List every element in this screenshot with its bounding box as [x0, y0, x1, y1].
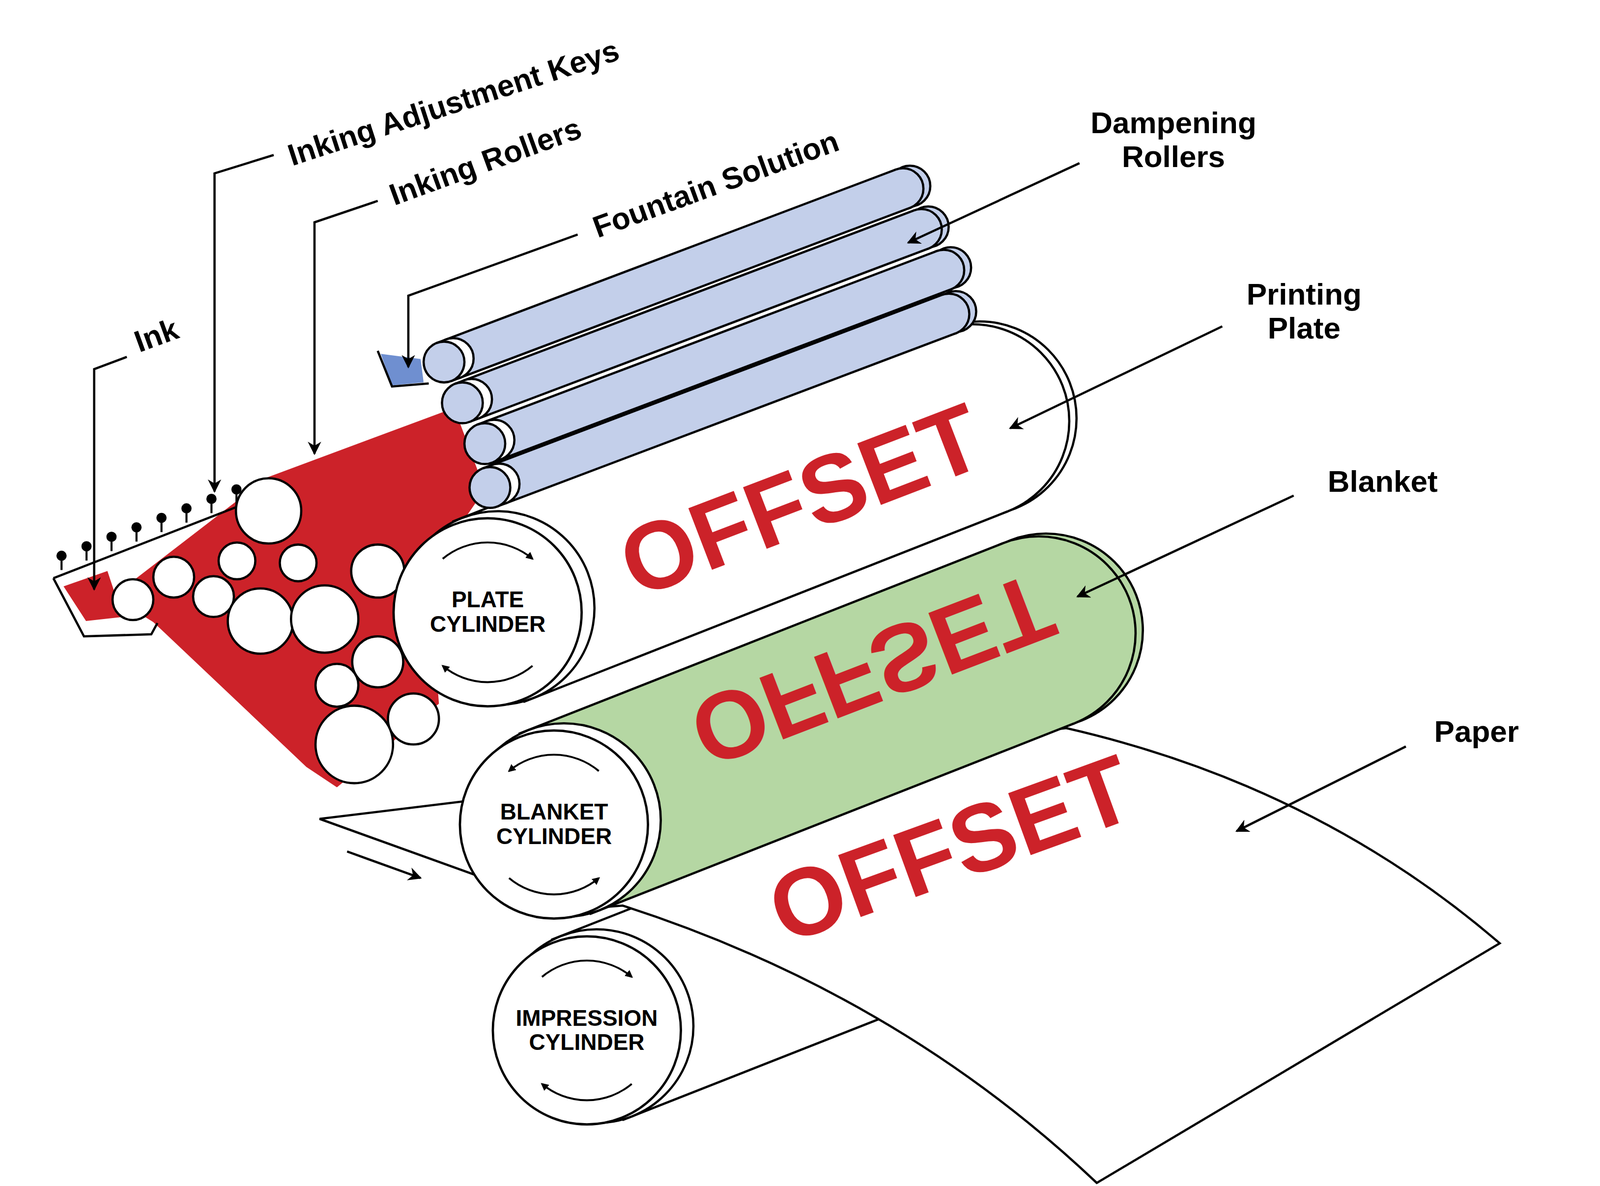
leader-line — [314, 200, 378, 455]
cylinder-end: BLANKET CYLINDER — [457, 727, 652, 922]
cylinder-label: IMPRESSION CYLINDER — [508, 1006, 666, 1056]
cylinder-label: BLANKET CYLINDER — [475, 800, 633, 849]
cylinder-end: PLATE CYLINDER — [390, 515, 585, 710]
key-knob — [56, 550, 67, 562]
rotation-arrow — [442, 665, 533, 683]
fountain-tray — [377, 350, 429, 387]
ink-roller — [228, 588, 294, 655]
key-knob — [206, 493, 217, 505]
part-label: Fountain Solution — [588, 124, 843, 245]
part-label: Ink — [130, 312, 184, 359]
part-label: Printing Plate — [1225, 277, 1383, 345]
ink-roller — [387, 693, 439, 745]
adjustment-keys — [56, 484, 242, 571]
inking-rollers — [112, 478, 439, 784]
ink-roller — [153, 556, 195, 598]
ink-roller — [218, 542, 256, 580]
cylinder-end — [469, 467, 511, 509]
ink-roller — [193, 576, 234, 618]
cylinder-end — [423, 341, 465, 383]
cylinder-face — [459, 730, 649, 919]
rotation-arrow — [542, 1084, 632, 1101]
key-knob — [156, 513, 167, 524]
key-knob — [81, 541, 92, 552]
ink-roller — [315, 663, 359, 707]
printed-word: OFFSET — [678, 557, 1066, 783]
printed-word: OFFSET — [757, 739, 1145, 959]
part-label: Blanket — [1327, 464, 1438, 499]
ink-roller — [290, 585, 359, 653]
cylinder-end: IMPRESSION CYLINDER — [489, 933, 685, 1128]
leader-line — [408, 234, 578, 368]
leader-lines — [94, 155, 1406, 832]
ink-roller — [315, 705, 394, 784]
key-knob — [181, 503, 192, 514]
paper-sheet — [319, 728, 1500, 1184]
leader-line — [1077, 495, 1294, 597]
paper-feed-arrow — [346, 851, 421, 879]
ink-tray — [53, 507, 238, 637]
rotation-arrow — [442, 542, 533, 559]
leader-line — [94, 356, 127, 590]
key-knob — [106, 531, 117, 543]
rotation-arrow — [542, 960, 632, 977]
leader-line — [214, 155, 274, 492]
ink-roller — [235, 478, 302, 544]
rotation-arrow — [509, 754, 600, 772]
text-holder: BLANKET CYLINDER — [457, 727, 652, 922]
cylinder-end — [441, 382, 483, 424]
fountain-solution — [380, 353, 424, 386]
cylinder-label: PLATE CYLINDER — [409, 587, 567, 637]
part-label: Inking Adjustment Keys — [283, 33, 624, 172]
leader-line — [1010, 326, 1223, 429]
key-knob — [131, 522, 142, 533]
leader-line — [908, 163, 1080, 243]
text-holder: PLATE CYLINDER — [390, 515, 585, 710]
text-holder: IMPRESSION CYLINDER — [489, 933, 685, 1128]
part-label: Paper — [1434, 714, 1519, 749]
cylinder-face — [492, 936, 682, 1125]
rotation-arrow — [509, 878, 600, 895]
cylinder-end — [464, 423, 506, 464]
ink-roller — [279, 544, 317, 582]
leader-line — [1236, 746, 1406, 831]
ink-roller — [112, 579, 154, 621]
ink-roller — [352, 636, 404, 688]
printed-word: OFFSET — [607, 387, 995, 613]
part-label: Dampening Rollers — [1070, 106, 1277, 173]
cylinder-face — [393, 518, 582, 707]
